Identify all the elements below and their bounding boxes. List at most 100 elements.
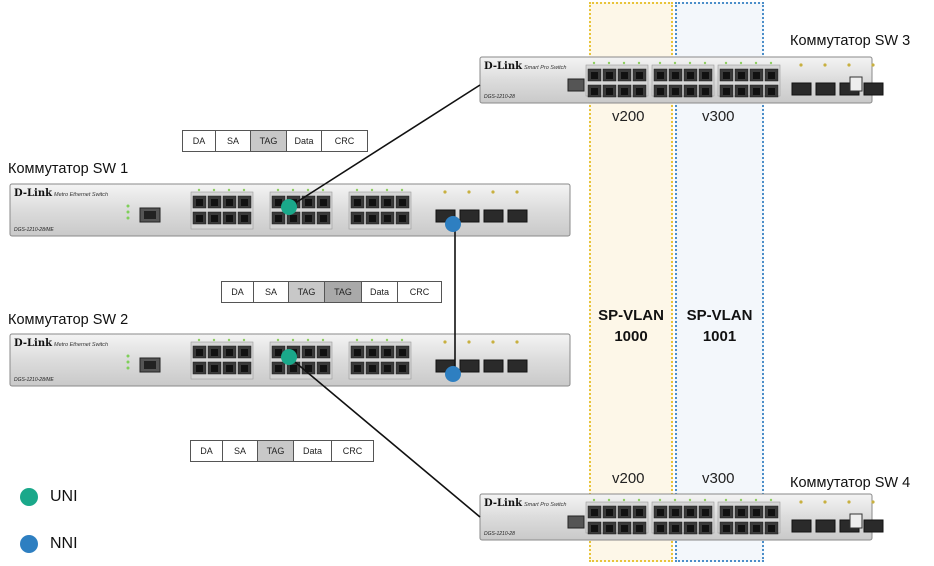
switch-model-label: DGS-1210-28/ME <box>14 377 54 383</box>
frame-top: DA SA TAG Data CRC <box>182 130 368 152</box>
port-led <box>622 61 626 65</box>
switch-series-label: Metro Ethernet Switch <box>54 342 108 348</box>
port-led <box>739 498 743 502</box>
port-led <box>242 188 246 192</box>
sw3-title: Коммутатор SW 3 <box>790 33 911 49</box>
frame-field-crc: CRC <box>409 287 430 297</box>
switch-model-label: DGS-1210-28 <box>484 531 515 537</box>
port-led <box>370 188 374 192</box>
frame-middle: DA SA TAG TAG Data CRC <box>221 281 442 303</box>
status-led <box>126 216 130 220</box>
port-led <box>291 188 295 192</box>
port-led <box>227 338 231 342</box>
port-led <box>607 61 611 65</box>
nni-port-sw1 <box>445 216 461 232</box>
port-led <box>754 61 758 65</box>
switch-series-label: Smart Pro Switch <box>524 65 566 71</box>
port-led <box>227 188 231 192</box>
sfp-led <box>823 63 827 67</box>
vlan-200-label-bottom: v200 <box>612 470 645 487</box>
uni-port-sw2 <box>281 349 297 365</box>
dlink-logo: D-Link <box>14 188 53 199</box>
console-port <box>567 515 585 529</box>
sfp-led <box>515 340 519 344</box>
legend-nni: NNI <box>20 535 78 553</box>
port-led <box>197 338 201 342</box>
sfp-port <box>507 359 528 373</box>
port-led <box>321 188 325 192</box>
switch-series-label: Smart Pro Switch <box>524 502 566 508</box>
sfp-led <box>871 500 875 504</box>
port-led <box>276 338 280 342</box>
sfp-port <box>815 82 836 96</box>
frame-bottom: DA SA TAG Data CRC <box>190 440 374 462</box>
sp-vlan-1000-label: SP-VLAN 1000 <box>598 307 664 345</box>
legend-nni-label: NNI <box>50 535 78 552</box>
port-led <box>724 498 728 502</box>
dlink-logo: D-Link <box>484 498 523 509</box>
sfp-led <box>847 500 851 504</box>
port-led <box>212 338 216 342</box>
sfp-led <box>799 500 803 504</box>
vlan-300-label-top: v300 <box>702 108 735 125</box>
power-button <box>849 76 863 92</box>
uni-dot-icon <box>20 488 38 506</box>
port-led <box>355 338 359 342</box>
port-led <box>197 188 201 192</box>
sfp-port <box>483 209 504 223</box>
sfp-led <box>467 190 471 194</box>
status-led <box>126 204 130 208</box>
port-led <box>673 61 677 65</box>
frame-field-tag: TAG <box>258 441 294 461</box>
frame-field-da: DA <box>191 441 223 461</box>
port-led <box>385 188 389 192</box>
sp-vlan-1001-label: SP-VLAN 1001 <box>686 307 753 345</box>
sw2-title: Коммутатор SW 2 <box>8 312 129 328</box>
port-led <box>242 338 246 342</box>
vlan-200-label-top: v200 <box>612 108 645 125</box>
port-led <box>276 188 280 192</box>
sfp-port <box>815 519 836 533</box>
frame-field-data: Data <box>362 282 398 302</box>
port-led <box>688 498 692 502</box>
sfp-led <box>515 190 519 194</box>
sfp-led <box>491 190 495 194</box>
sfp-led <box>799 63 803 67</box>
vlan-300-label-bottom: v300 <box>702 470 735 487</box>
sfp-led <box>871 63 875 67</box>
uni-port-sw1 <box>281 199 297 215</box>
sfp-led <box>443 340 447 344</box>
sfp-led <box>823 500 827 504</box>
port-led <box>769 61 773 65</box>
port-led <box>637 61 641 65</box>
nni-dot-icon <box>20 535 38 553</box>
sfp-led <box>467 340 471 344</box>
sw1-title: Коммутатор SW 1 <box>8 161 129 177</box>
frame-field-tag: TAG <box>251 131 287 151</box>
nni-port-sw2 <box>445 366 461 382</box>
port-led <box>355 188 359 192</box>
port-led <box>658 498 662 502</box>
port-led <box>291 338 295 342</box>
port-led <box>724 61 728 65</box>
sfp-led <box>847 63 851 67</box>
legend-uni-label: UNI <box>50 488 78 505</box>
port-led <box>703 498 707 502</box>
link-sw1-sw3 <box>288 84 481 208</box>
sfp-port <box>483 359 504 373</box>
port-led <box>637 498 641 502</box>
frame-field-sa: SA <box>254 282 289 302</box>
console-port <box>567 78 585 92</box>
status-led <box>126 210 130 214</box>
sfp-port <box>863 519 884 533</box>
switch-series-label: Metro Ethernet Switch <box>54 192 108 198</box>
port-led <box>688 61 692 65</box>
frame-field-crc: CRC <box>334 136 355 146</box>
port-led <box>321 338 325 342</box>
link-sw2-sw4 <box>288 356 481 518</box>
frame-field-crc: CRC <box>342 446 363 456</box>
port-led <box>212 188 216 192</box>
